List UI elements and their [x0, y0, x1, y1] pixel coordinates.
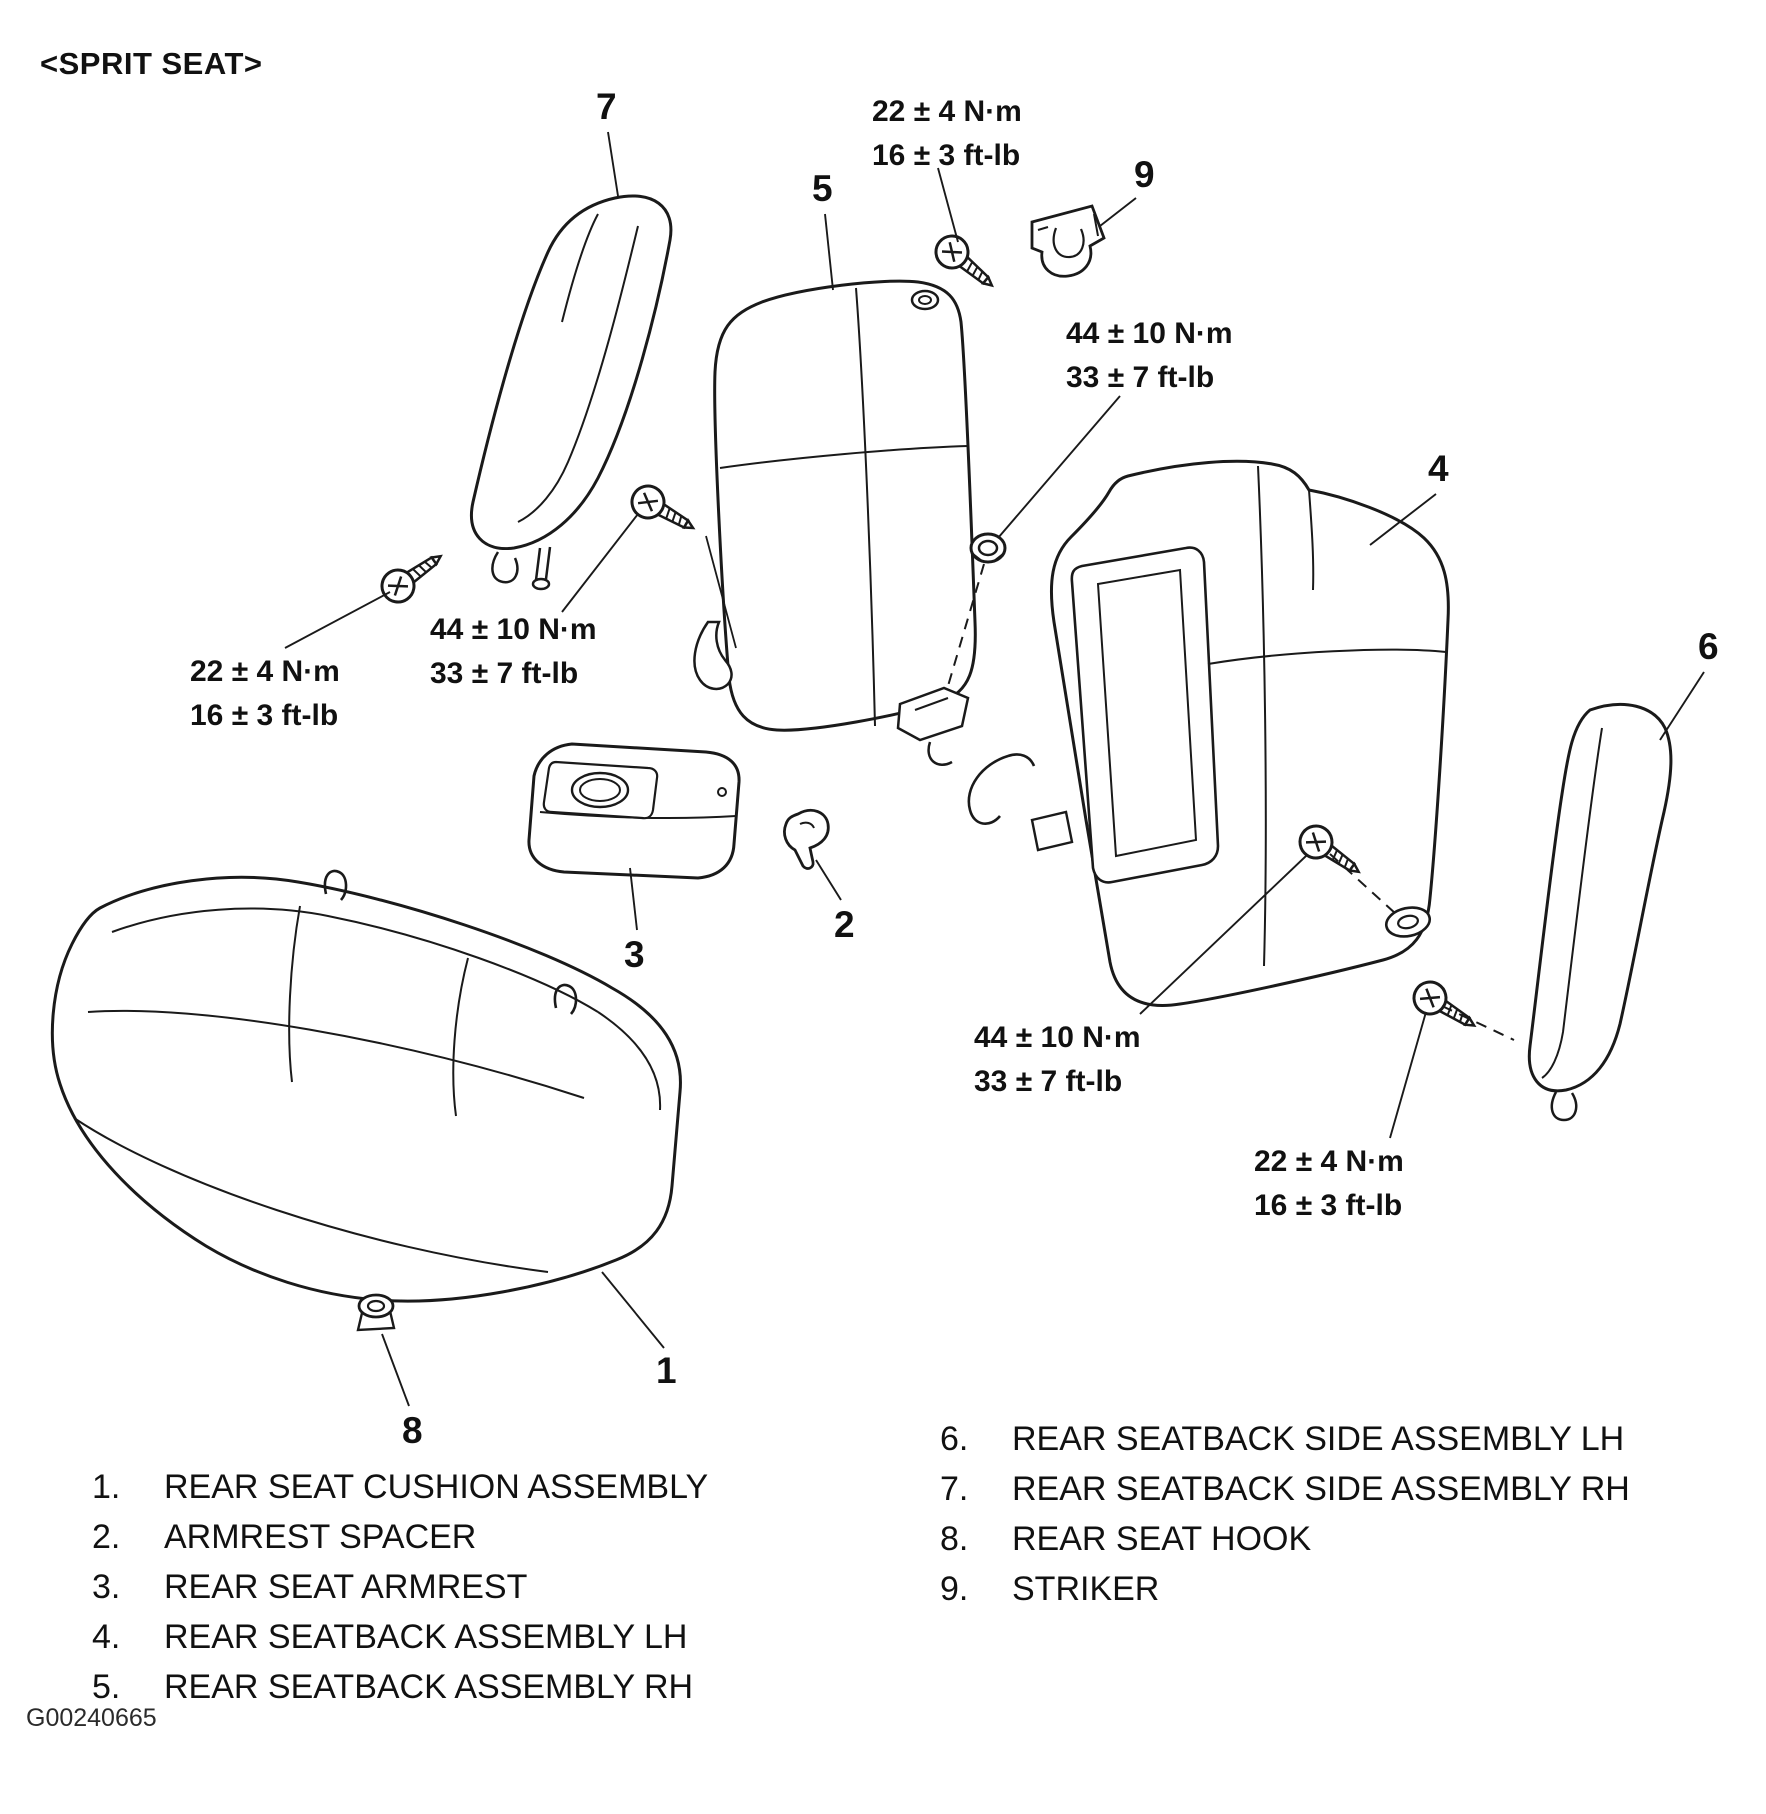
- seatback-rh-drawing: [693, 279, 977, 767]
- torque-label-striker-bolt: 22 ± 4 N·m 16 ± 3 ft-lb: [872, 90, 1022, 178]
- legend-item-number: 8.: [940, 1520, 969, 1558]
- seat-cushion-drawing: [50, 869, 682, 1303]
- callout-7: 7: [596, 86, 617, 127]
- legend-item: 3. REAR SEAT ARMREST: [92, 1562, 708, 1612]
- legend-item-label: REAR SEAT ARMREST: [164, 1568, 528, 1606]
- seatback-side-rh-drawing: [470, 194, 673, 591]
- assembly-dashed-lines: [947, 563, 1515, 1041]
- callout-1: 1: [656, 1350, 677, 1391]
- torque-label-center-nut: 44 ± 10 N·m 33 ± 7 ft-lb: [1066, 312, 1233, 400]
- legend-item-number: 6.: [940, 1420, 969, 1458]
- legend-item: 2. ARMREST SPACER: [92, 1512, 708, 1562]
- callout-6: 6: [1698, 626, 1719, 667]
- torque-value-ftlb: 16 ± 3 ft-lb: [872, 139, 1021, 172]
- legend-item-number: 9.: [940, 1570, 969, 1608]
- torque-value-nm: 22 ± 4 N·m: [872, 95, 1022, 128]
- legend-item-label: STRIKER: [1012, 1570, 1160, 1608]
- legend-item: 9. STRIKER: [940, 1564, 1652, 1614]
- torque-label-side-lh-bolt: 22 ± 4 N·m 16 ± 3 ft-lb: [1254, 1140, 1404, 1228]
- legend-item: 5. REAR SEATBACK ASSEMBLY RH: [92, 1662, 708, 1712]
- torque-value-ftlb: 16 ± 3 ft-lb: [1254, 1189, 1403, 1222]
- torque-value-nm: 22 ± 4 N·m: [190, 655, 340, 688]
- legend-item-label: REAR SEAT HOOK: [1012, 1520, 1312, 1558]
- legend-item-number: 1.: [92, 1468, 121, 1506]
- callout-5: 5: [812, 168, 833, 209]
- legend-item-number: 5.: [92, 1668, 121, 1706]
- legend-item-label: REAR SEATBACK SIDE ASSEMBLY LH: [1012, 1420, 1625, 1458]
- armrest-spacer-drawing: [783, 809, 830, 870]
- legend-item-label: REAR SEAT CUSHION ASSEMBLY: [164, 1468, 709, 1506]
- seatback-side-lh-drawing: [1527, 702, 1673, 1122]
- legend-item-number: 7.: [940, 1470, 969, 1508]
- nut-icon-center: [969, 532, 1007, 564]
- legend-item-label: REAR SEATBACK ASSEMBLY RH: [164, 1668, 694, 1706]
- callout-2: 2: [834, 904, 855, 945]
- torque-value-ftlb: 33 ± 7 ft-lb: [974, 1065, 1123, 1098]
- torque-label-seatback-rh-bolt: 44 ± 10 N·m 33 ± 7 ft-lb: [430, 608, 597, 696]
- torque-label-seatback-lh-bolt: 44 ± 10 N·m 33 ± 7 ft-lb: [974, 1016, 1141, 1104]
- legend-item-number: 2.: [92, 1518, 121, 1556]
- parts-legend-left: 1. REAR SEAT CUSHION ASSEMBLY 2. ARMREST…: [92, 1462, 708, 1712]
- legend-item: 6. REAR SEATBACK SIDE ASSEMBLY LH: [940, 1414, 1652, 1464]
- leader-lines: [284, 131, 1705, 1407]
- seatback-lh-drawing: [967, 459, 1450, 1007]
- legend-item-number: 3.: [92, 1568, 121, 1606]
- torque-value-nm: 44 ± 10 N·m: [430, 613, 597, 646]
- parts-legend-right: 6. REAR SEATBACK SIDE ASSEMBLY LH 7. REA…: [940, 1414, 1652, 1614]
- torque-value-nm: 44 ± 10 N·m: [1066, 317, 1233, 350]
- torque-value-ftlb: 33 ± 7 ft-lb: [430, 657, 579, 690]
- fastener-icons: [374, 227, 1485, 1041]
- callout-9: 9: [1134, 154, 1155, 195]
- callout-8: 8: [402, 1410, 423, 1451]
- torque-label-side-rh-bolt: 22 ± 4 N·m 16 ± 3 ft-lb: [190, 650, 340, 738]
- striker-drawing: [1030, 204, 1106, 278]
- bolt-icon-side-rh: [374, 541, 452, 610]
- legend-item-label: ARMREST SPACER: [164, 1518, 477, 1556]
- torque-value-ftlb: 33 ± 7 ft-lb: [1066, 361, 1215, 394]
- torque-value-nm: 44 ± 10 N·m: [974, 1021, 1141, 1054]
- armrest-drawing: [527, 742, 741, 880]
- legend-item: 4. REAR SEATBACK ASSEMBLY LH: [92, 1612, 708, 1662]
- legend-item-number: 4.: [92, 1618, 121, 1656]
- legend-item-label: REAR SEATBACK ASSEMBLY LH: [164, 1618, 688, 1656]
- torque-value-nm: 22 ± 4 N·m: [1254, 1145, 1404, 1178]
- legend-item-label: REAR SEATBACK SIDE ASSEMBLY RH: [1012, 1470, 1630, 1508]
- callout-3: 3: [624, 934, 645, 975]
- page-title: <SPRIT SEAT>: [40, 46, 263, 81]
- figure-id: G00240665: [26, 1704, 157, 1732]
- callout-4: 4: [1428, 448, 1449, 489]
- legend-item: 1. REAR SEAT CUSHION ASSEMBLY: [92, 1462, 708, 1512]
- bolt-icon-seatback-rh: [624, 478, 703, 544]
- seat-hook-drawing: [356, 1293, 396, 1332]
- legend-item: 7. REAR SEATBACK SIDE ASSEMBLY RH: [940, 1464, 1652, 1514]
- legend-item: 8. REAR SEAT HOOK: [940, 1514, 1652, 1564]
- torque-value-ftlb: 16 ± 3 ft-lb: [190, 699, 339, 732]
